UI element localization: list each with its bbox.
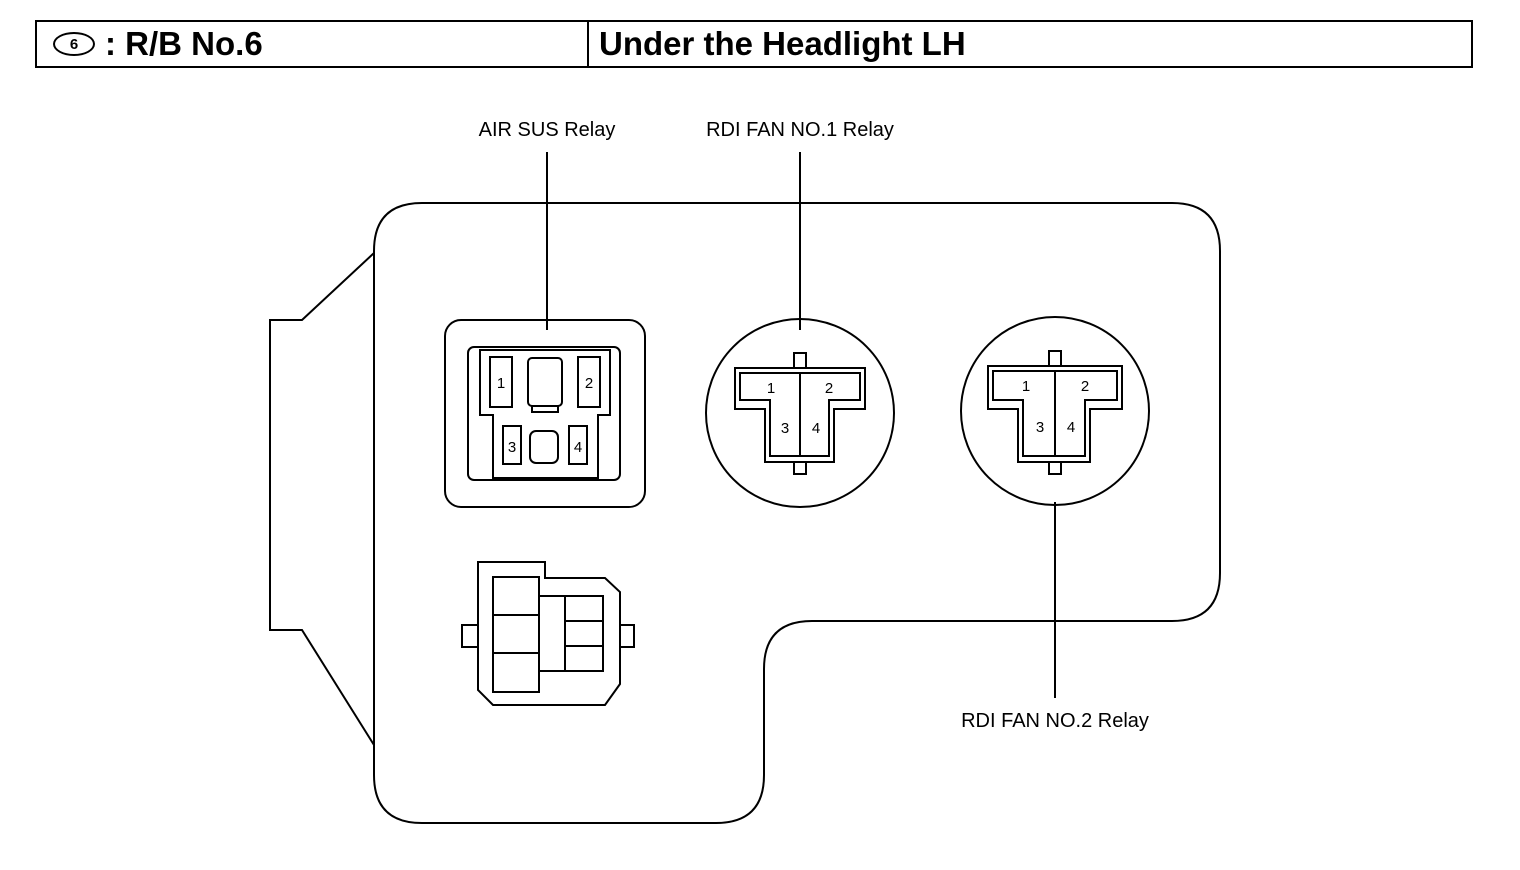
rdi-fan2-pin-4: 4 [1067,419,1075,436]
rdi-fan1-relay-socket [705,318,895,508]
rdi-fan2-pin-3: 3 [1036,419,1044,436]
block-connector [461,561,635,706]
relay-block-name: : R/B No.6 [105,25,263,62]
relay-block-housing [373,202,1221,824]
mounting-bracket [269,252,375,746]
header-location-code: 6 : R/B No.6 [37,22,589,66]
rdi-fan2-pin-1: 1 [1022,378,1030,395]
rdi-fan2-pin-2: 2 [1081,378,1089,395]
rdi-fan2-relay-socket [960,316,1150,506]
air-sus-relay-socket [444,319,646,508]
rdi-fan1-pin-1: 1 [767,380,775,397]
rdi-fan1-relay-label: RDI FAN NO.1 Relay [706,119,894,141]
air-sus-pin-2: 2 [585,375,593,392]
air-sus-pin-3: 3 [508,439,516,456]
location-badge: 6 [53,32,95,56]
rdi-fan1-pin-4: 4 [812,420,820,437]
header-location-description: Under the Headlight LH [589,22,1471,66]
air-sus-pin-4: 4 [574,439,582,456]
air-sus-relay-label: AIR SUS Relay [479,119,616,141]
rdi-fan2-relay-label: RDI FAN NO.2 Relay [961,710,1149,732]
location-description: Under the Headlight LH [599,25,966,62]
rdi-fan1-pin-2: 2 [825,380,833,397]
air-sus-pin-1: 1 [497,375,505,392]
diagram-header: 6 : R/B No.6 Under the Headlight LH [35,20,1473,68]
rdi-fan1-pin-3: 3 [781,420,789,437]
